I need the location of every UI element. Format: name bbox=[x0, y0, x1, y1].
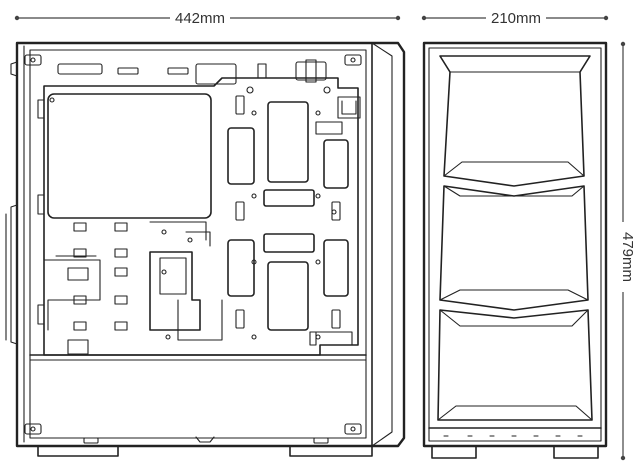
height-dimension: 479mm bbox=[619, 41, 636, 461]
width-label: 210mm bbox=[491, 10, 541, 27]
standoff-holes bbox=[49, 86, 337, 340]
height-label: 479mm bbox=[619, 232, 636, 282]
side-view bbox=[5, 41, 406, 457]
depth-dimension: 442mm bbox=[14, 10, 401, 27]
depth-label: 442mm bbox=[175, 10, 225, 27]
front-view bbox=[422, 41, 608, 459]
width-dimension: 210mm bbox=[421, 10, 609, 27]
